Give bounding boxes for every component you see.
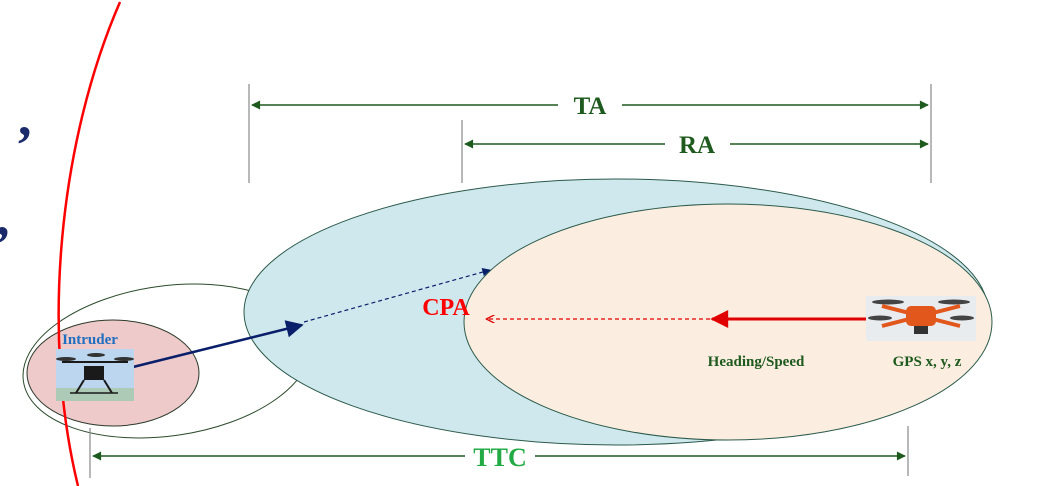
quadcopter-photo-icon <box>56 349 134 401</box>
ttc-label: TTC <box>473 443 526 472</box>
ra-label: RA <box>679 132 715 159</box>
intruder-velocity-arrow <box>132 320 304 369</box>
comma-mark: , <box>0 187 10 247</box>
orange-quadcopter-photo-icon <box>866 296 976 341</box>
detection-boundary-curve <box>57 1 122 486</box>
ta-label: TA <box>574 93 607 120</box>
gps-label: GPS x, y, z <box>893 354 962 370</box>
intruder-label: Intruder <box>62 332 118 348</box>
cpa-label: CPA <box>422 295 470 321</box>
comma-mark: , <box>18 87 32 147</box>
heading-speed-label: Heading/Speed <box>708 354 805 370</box>
